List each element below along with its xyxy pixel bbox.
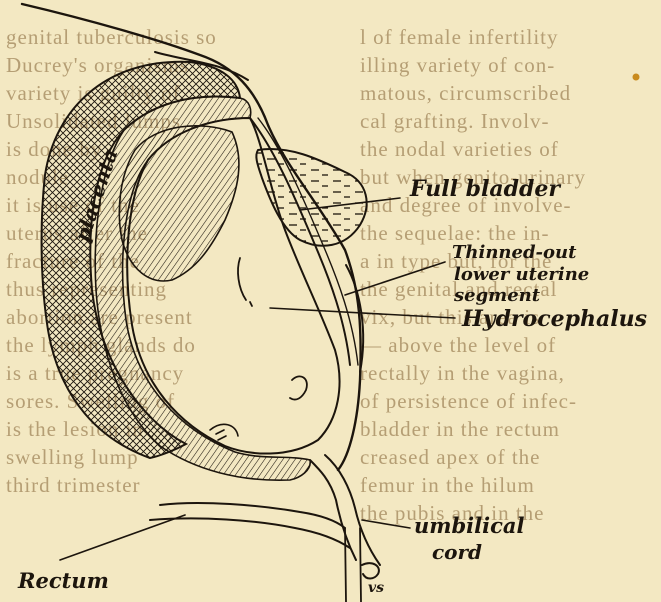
bg-line: cal grafting. Involv- (360, 109, 550, 133)
label-segment: segment (453, 285, 541, 306)
label-thinned-out: Thinned-out (452, 242, 577, 263)
label-full-bladder: Full bladder (409, 176, 561, 202)
bg-line: illing variety of con- (360, 53, 555, 77)
bg-line: bladder in the rectum (360, 417, 560, 441)
full-bladder (256, 149, 366, 246)
bg-line: swelling lump (6, 445, 139, 469)
bg-line: creased apex of the (360, 445, 541, 469)
label-cord: cord (432, 540, 482, 564)
bg-line: femur in the hilum (360, 473, 535, 497)
bg-line: matous, circumscribed (360, 81, 571, 105)
bg-line: — above the level of (359, 333, 556, 357)
ink-dot (633, 74, 640, 81)
bg-line: third trimester (6, 473, 141, 497)
label-lower-uterine: lower uterine (454, 264, 589, 285)
bg-line: of persistence of infec- (360, 389, 577, 413)
label-hydrocephalus: Hydrocephalus (461, 306, 647, 332)
rectum-pointer (60, 515, 185, 560)
fetal-head (119, 126, 239, 281)
bg-line: l of female infertility (360, 25, 559, 49)
label-umbilical: umbilical (414, 513, 524, 538)
bg-line: the nodal varieties of (360, 137, 559, 161)
label-rectum: Rectum (17, 568, 109, 593)
bg-line: genital tuberculosis so (6, 25, 217, 49)
fetus-features (210, 258, 307, 440)
label-vs: vs (368, 580, 384, 596)
bg-line: rectally in the vagina, (360, 361, 565, 385)
